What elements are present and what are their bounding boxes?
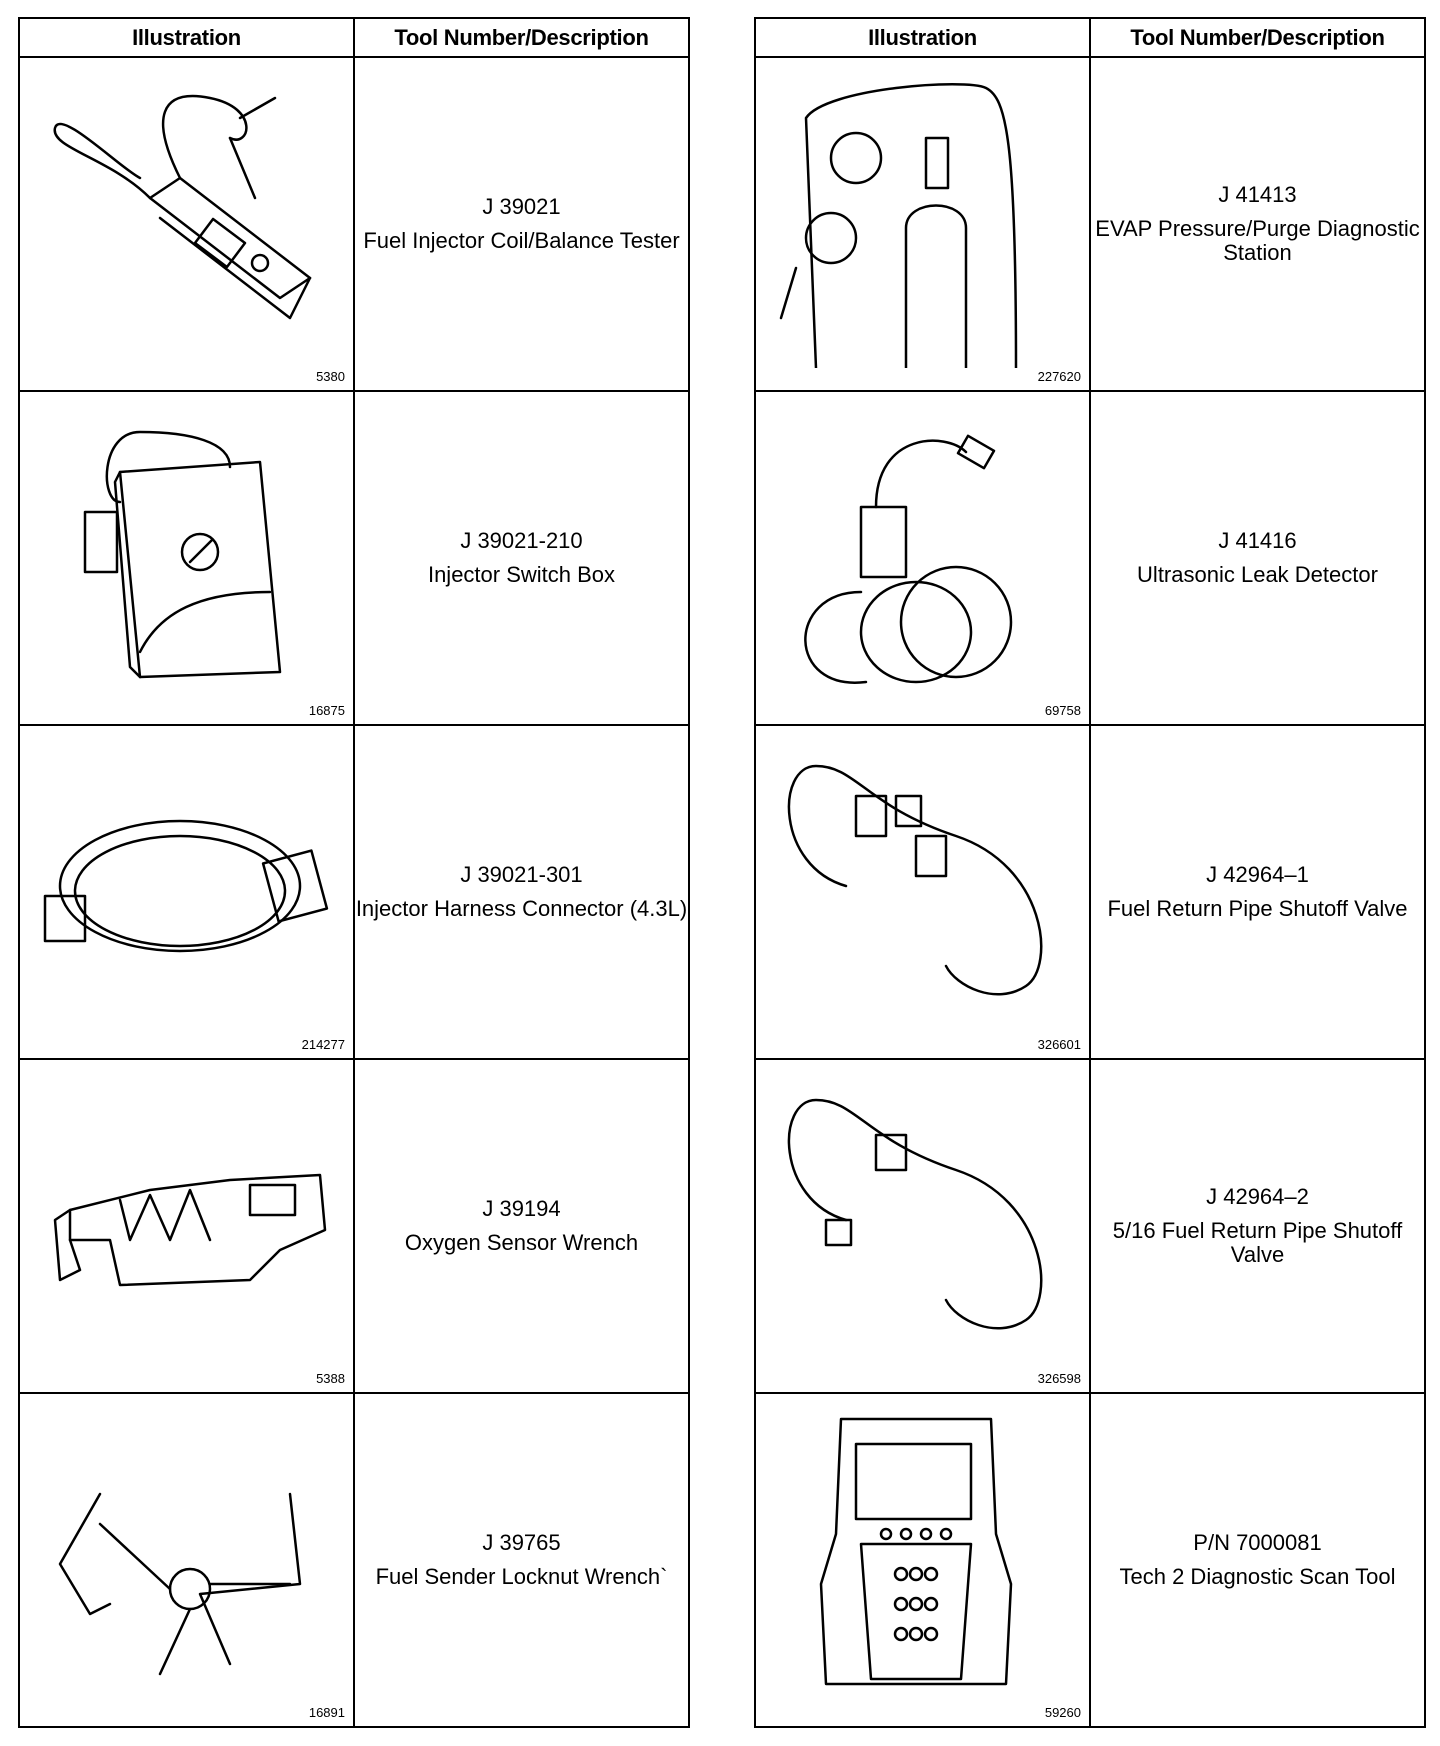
figure-number: 5380 bbox=[316, 369, 345, 384]
illustration-shutoff-valve-2: 326598 bbox=[754, 1058, 1091, 1394]
figure-number: 326601 bbox=[1037, 1037, 1081, 1052]
tool-description-cell: J 39021 Fuel Injector Coil/Balance Teste… bbox=[353, 56, 690, 392]
tool-number: J 42964–2 bbox=[1206, 1184, 1309, 1209]
figure-number: 5388 bbox=[316, 1371, 345, 1386]
tool-description-cell: J 42964–1 Fuel Return Pipe Shutoff Valve bbox=[1089, 724, 1426, 1060]
figure-number: 214277 bbox=[301, 1037, 345, 1052]
tools-table-right: Illustration Tool Number/Description 227… bbox=[754, 17, 1426, 1728]
table-row: 227620 J 41413 EVAP Pressure/Purge Diagn… bbox=[754, 56, 1426, 392]
tool-description-cell: J 39021-301 Injector Harness Connector (… bbox=[353, 724, 690, 1060]
table-row: 5388 J 39194 Oxygen Sensor Wrench bbox=[18, 1058, 690, 1394]
illustration-injector-tester: 5380 bbox=[18, 56, 355, 392]
tool-number: J 41416 bbox=[1218, 528, 1297, 553]
header-description: Tool Number/Description bbox=[1089, 17, 1426, 58]
tool-description-cell: P/N 7000081 Tech 2 Diagnostic Scan Tool bbox=[1089, 1392, 1426, 1728]
table-row: 5380 J 39021 Fuel Injector Coil/Balance … bbox=[18, 56, 690, 392]
illustration-leak-detector: 69758 bbox=[754, 390, 1091, 726]
figure-number: 59260 bbox=[1044, 1705, 1081, 1720]
figure-number: 16891 bbox=[308, 1705, 345, 1720]
figure-number: 227620 bbox=[1037, 369, 1081, 384]
header-illustration: Illustration bbox=[754, 17, 1091, 58]
tool-description-cell: J 41416 Ultrasonic Leak Detector bbox=[1089, 390, 1426, 726]
tool-description: Fuel Injector Coil/Balance Tester bbox=[363, 228, 680, 253]
tool-description-cell: J 41413 EVAP Pressure/Purge Diagnostic S… bbox=[1089, 56, 1426, 392]
tool-description-cell: J 39021-210 Injector Switch Box bbox=[353, 390, 690, 726]
illustration-locknut-wrench: 16891 bbox=[18, 1392, 355, 1728]
illustration-evap-station: 227620 bbox=[754, 56, 1091, 392]
illustration-oxygen-sensor-wrench: 5388 bbox=[18, 1058, 355, 1394]
tool-description: Ultrasonic Leak Detector bbox=[1137, 562, 1378, 587]
tool-description: Fuel Sender Locknut Wrench` bbox=[375, 1564, 668, 1589]
tool-description: Injector Switch Box bbox=[427, 562, 616, 587]
table-row: 69758 J 41416 Ultrasonic Leak Detector bbox=[754, 390, 1426, 726]
header-illustration: Illustration bbox=[18, 17, 355, 58]
tool-description: Fuel Return Pipe Shutoff Valve bbox=[1107, 896, 1408, 921]
tool-number: J 39021-210 bbox=[460, 528, 583, 553]
tool-number: J 39021 bbox=[482, 194, 561, 219]
figure-number: 326598 bbox=[1037, 1371, 1081, 1386]
illustration-switch-box: 16875 bbox=[18, 390, 355, 726]
table-row: 326601 J 42964–1 Fuel Return Pipe Shutof… bbox=[754, 724, 1426, 1060]
table-row: 59260 P/N 7000081 Tech 2 Diagnostic Scan… bbox=[754, 1392, 1426, 1728]
table-row: 214277 J 39021-301 Injector Harness Conn… bbox=[18, 724, 690, 1060]
tool-description-cell: J 39194 Oxygen Sensor Wrench bbox=[353, 1058, 690, 1394]
tool-description-cell: J 42964–2 5/16 Fuel Return Pipe Shutoff … bbox=[1089, 1058, 1426, 1394]
tool-description: Oxygen Sensor Wrench bbox=[404, 1230, 639, 1255]
figure-number: 69758 bbox=[1044, 703, 1081, 718]
tool-description: EVAP Pressure/Purge Diagnostic Station bbox=[1095, 216, 1420, 265]
tool-description: Tech 2 Diagnostic Scan Tool bbox=[1119, 1564, 1396, 1589]
tool-number: J 42964–1 bbox=[1206, 862, 1309, 887]
tool-number: P/N 7000081 bbox=[1193, 1530, 1322, 1555]
tool-number: J 39021-301 bbox=[460, 862, 583, 887]
tool-description: Injector Harness Connector (4.3L) bbox=[355, 896, 688, 921]
illustration-tech2-scan-tool: 59260 bbox=[754, 1392, 1091, 1728]
illustration-shutoff-valve-1: 326601 bbox=[754, 724, 1091, 1060]
illustration-harness-connector: 214277 bbox=[18, 724, 355, 1060]
tool-number: J 39765 bbox=[482, 1530, 561, 1555]
figure-number: 16875 bbox=[308, 703, 345, 718]
tool-description: 5/16 Fuel Return Pipe Shutoff Valve bbox=[1112, 1218, 1403, 1267]
header-description: Tool Number/Description bbox=[353, 17, 690, 58]
tools-table-left: Illustration Tool Number/Description 538… bbox=[18, 17, 690, 1728]
table-row: 16891 J 39765 Fuel Sender Locknut Wrench… bbox=[18, 1392, 690, 1728]
tool-number: J 41413 bbox=[1218, 182, 1297, 207]
table-row: 16875 J 39021-210 Injector Switch Box bbox=[18, 390, 690, 726]
tool-description-cell: J 39765 Fuel Sender Locknut Wrench` bbox=[353, 1392, 690, 1728]
table-row: 326598 J 42964–2 5/16 Fuel Return Pipe S… bbox=[754, 1058, 1426, 1394]
tool-number: J 39194 bbox=[482, 1196, 561, 1221]
